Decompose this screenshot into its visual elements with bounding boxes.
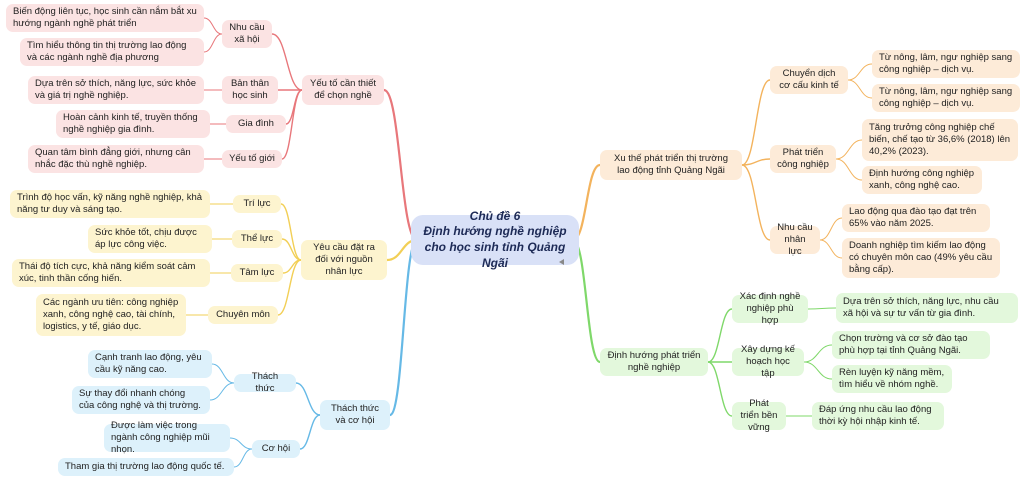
leaf-thai-do-tich-cuc[interactable]: Thái độ tích cực, khả năng kiểm soát cảm… <box>12 259 210 287</box>
subtopic-ban-than-hoc-sinh[interactable]: Bản thân học sinh <box>222 76 278 104</box>
leaf-nganh-mui-nhon[interactable]: Được làm việc trong ngành công nghiệp mũ… <box>104 420 230 455</box>
leaf-thi-truong-quoc-te-link <box>233 448 253 468</box>
leaf-dua-tren-so-thich[interactable]: Dựa trên sở thích, năng lực, sức khỏe và… <box>28 76 204 104</box>
subtopic-chuyen-mon[interactable]: Chuyên môn <box>208 306 278 324</box>
leaf-thi-truong-quoc-te[interactable]: Tham gia thị trường lao động quốc tế. <box>58 458 234 476</box>
subtopic-tam-luc[interactable]: Tâm lực <box>231 264 283 282</box>
subtopic-chuyen-dich-co-cau[interactable]: Chuyển dịch cơ cấu kinh tế <box>770 66 848 94</box>
central-topic-title: Chủ đề 6 <box>469 208 521 223</box>
subtopic-gia-dinh-link <box>285 89 303 125</box>
branch-dinh-huong-phat-trien[interactable]: Định hướng phát triển nghề nghiệp <box>600 348 708 376</box>
leaf-nganh-uu-tien[interactable]: Các ngành ưu tiên: công nghiệp xanh, côn… <box>36 294 186 336</box>
central-topic[interactable]: Chủ đề 6 Định hướng nghề nghiệp cho học … <box>411 209 579 270</box>
subtopic-nhu-cau-nhan-luc-link <box>741 164 771 241</box>
subtopic-phat-trien-ben-vung-link <box>707 361 733 417</box>
leaf-chuyen-dich-1-link <box>847 63 873 81</box>
leaf-cong-nghiep-xanh[interactable]: Định hướng công nghiệp xanh, công nghệ c… <box>862 166 982 194</box>
subtopic-tri-luc[interactable]: Trí lực <box>233 195 281 213</box>
leaf-canh-tranh-lao-dong-link <box>211 363 235 384</box>
leaf-tang-truong-cong-nghiep[interactable]: Tăng trưởng công nghiệp chế biến, chế tạ… <box>862 119 1018 161</box>
subtopic-nhu-cau-nhan-luc[interactable]: Nhu cầu nhân lực <box>770 222 820 257</box>
subtopic-tri-luc-link <box>280 203 302 261</box>
leaf-tim-hieu-thi-truong-link <box>203 33 223 53</box>
leaf-chuyen-dich-2[interactable]: Từ nông, lâm, ngư nghiệp sang công nghiệ… <box>872 84 1020 112</box>
leaf-doanh-nghiep-tim-kiem[interactable]: Doanh nghiệp tìm kiếm lao động có chuyên… <box>842 238 1000 278</box>
collapse-arrow-icon[interactable] <box>559 259 564 265</box>
subtopic-chuyen-dich-co-cau-link <box>741 79 771 166</box>
leaf-ren-luyen-ky-nang[interactable]: Rèn luyện kỹ năng mềm, tìm hiểu về nhóm … <box>832 365 952 393</box>
leaf-chon-truong-link <box>803 344 833 363</box>
leaf-chuyen-dich-2-link <box>847 79 873 99</box>
leaf-ren-luyen-ky-nang-link <box>803 361 833 380</box>
subtopic-gia-dinh[interactable]: Gia đình <box>226 115 286 133</box>
leaf-dua-tren-nhu-cau-xa-hoi-link <box>807 307 837 310</box>
branch-yeu-cau-nguon-nhan-luc[interactable]: Yêu cầu đặt ra đối với nguồn nhân lực <box>301 240 387 280</box>
leaf-cong-nghiep-xanh-link <box>835 158 863 181</box>
branch-xu-the-thi-truong[interactable]: Xu thế phát triển thị trường lao động tỉ… <box>600 150 742 180</box>
subtopic-the-luc-link <box>281 238 302 261</box>
leaf-canh-tranh-lao-dong[interactable]: Cạnh tranh lao động, yêu cầu kỹ năng cao… <box>88 350 212 378</box>
leaf-suc-khoe-tot[interactable]: Sức khỏe tốt, chịu được áp lực công việc… <box>88 225 212 253</box>
subtopic-yeu-to-gioi[interactable]: Yếu tố giới <box>222 150 282 168</box>
leaf-tang-truong-cong-nghiep-link <box>835 139 863 160</box>
branch-thach-thuc-co-hoi[interactable]: Thách thức và cơ hội <box>320 400 390 430</box>
subtopic-yeu-to-gioi-link <box>281 89 303 160</box>
branch-yeu-to-can-thiet-link <box>382 88 419 242</box>
leaf-chuyen-dich-1[interactable]: Từ nông, lâm, ngư nghiệp sang công nghiệ… <box>872 50 1020 78</box>
leaf-bien-dong-link <box>203 17 223 35</box>
leaf-bien-dong[interactable]: Biến động liên tục, học sinh cần nắm bắt… <box>6 4 204 32</box>
subtopic-phat-trien-ben-vung[interactable]: Phát triển bền vững <box>732 398 786 433</box>
subtopic-nhu-cau-xa-hoi[interactable]: Nhu cầu xã hội <box>222 20 272 48</box>
central-topic-subtitle: Định hướng nghề nghiệp cho học sinh tỉnh… <box>423 224 567 270</box>
subtopic-thach-thuc[interactable]: Thách thức <box>234 371 296 394</box>
leaf-chon-truong[interactable]: Chọn trường và cơ sở đào tạo phù hợp tại… <box>832 331 990 359</box>
leaf-dap-ung-nhu-cau[interactable]: Đáp ứng nhu cầu lao động thời kỳ hội nhậ… <box>812 402 944 430</box>
leaf-binh-dang-gioi[interactable]: Quan tâm bình đẳng giới, nhưng cân nhắc … <box>28 145 204 173</box>
leaf-lao-dong-qua-dao-tao[interactable]: Lao động qua đào tạo đạt trên 65% vào nă… <box>842 204 990 232</box>
subtopic-co-hoi[interactable]: Cơ hội <box>252 440 300 458</box>
leaf-thay-doi-cong-nghe[interactable]: Sự thay đổi nhanh chóng của công nghệ và… <box>72 386 210 414</box>
subtopic-xac-dinh-nghe-nghiep-link <box>707 308 733 363</box>
branch-thach-thuc-co-hoi-link <box>388 238 419 417</box>
leaf-tim-hieu-thi-truong[interactable]: Tìm hiểu thông tin thị trường lao động v… <box>20 38 204 66</box>
leaf-hoan-canh-kinh-te[interactable]: Hoàn cảnh kinh tế, truyền thống nghề ngh… <box>56 110 210 138</box>
subtopic-xay-dung-ke-hoach[interactable]: Xây dựng kế hoạch học tập <box>732 344 804 379</box>
leaf-lao-dong-qua-dao-tao-link <box>819 217 843 241</box>
subtopic-xac-dinh-nghe-nghiep[interactable]: Xác định nghề nghiệp phù hợp <box>732 291 808 326</box>
leaf-thay-doi-cong-nghe-link <box>209 382 235 401</box>
subtopic-chuyen-mon-link <box>277 259 302 316</box>
leaf-doanh-nghiep-tim-kiem-link <box>819 239 843 259</box>
leaf-dua-tren-nhu-cau-xa-hoi[interactable]: Dựa trên sở thích, năng lực, nhu cầu xã … <box>836 293 1018 323</box>
subtopic-thach-thuc-link <box>295 382 321 416</box>
branch-yeu-to-can-thiet[interactable]: Yếu tố cần thiết để chọn nghề <box>302 75 384 105</box>
subtopic-phat-trien-cong-nghiep[interactable]: Phát triển công nghiệp <box>770 145 836 173</box>
subtopic-co-hoi-link <box>299 414 321 450</box>
leaf-nganh-mui-nhon-link <box>229 437 253 450</box>
subtopic-the-luc[interactable]: Thể lực <box>232 230 282 248</box>
subtopic-nhu-cau-xa-hoi-link <box>271 33 303 91</box>
leaf-trinh-do-hoc-van[interactable]: Trình độ học vấn, kỹ năng nghề nghiệp, k… <box>10 190 210 218</box>
subtopic-phat-trien-cong-nghiep-link <box>741 158 771 166</box>
